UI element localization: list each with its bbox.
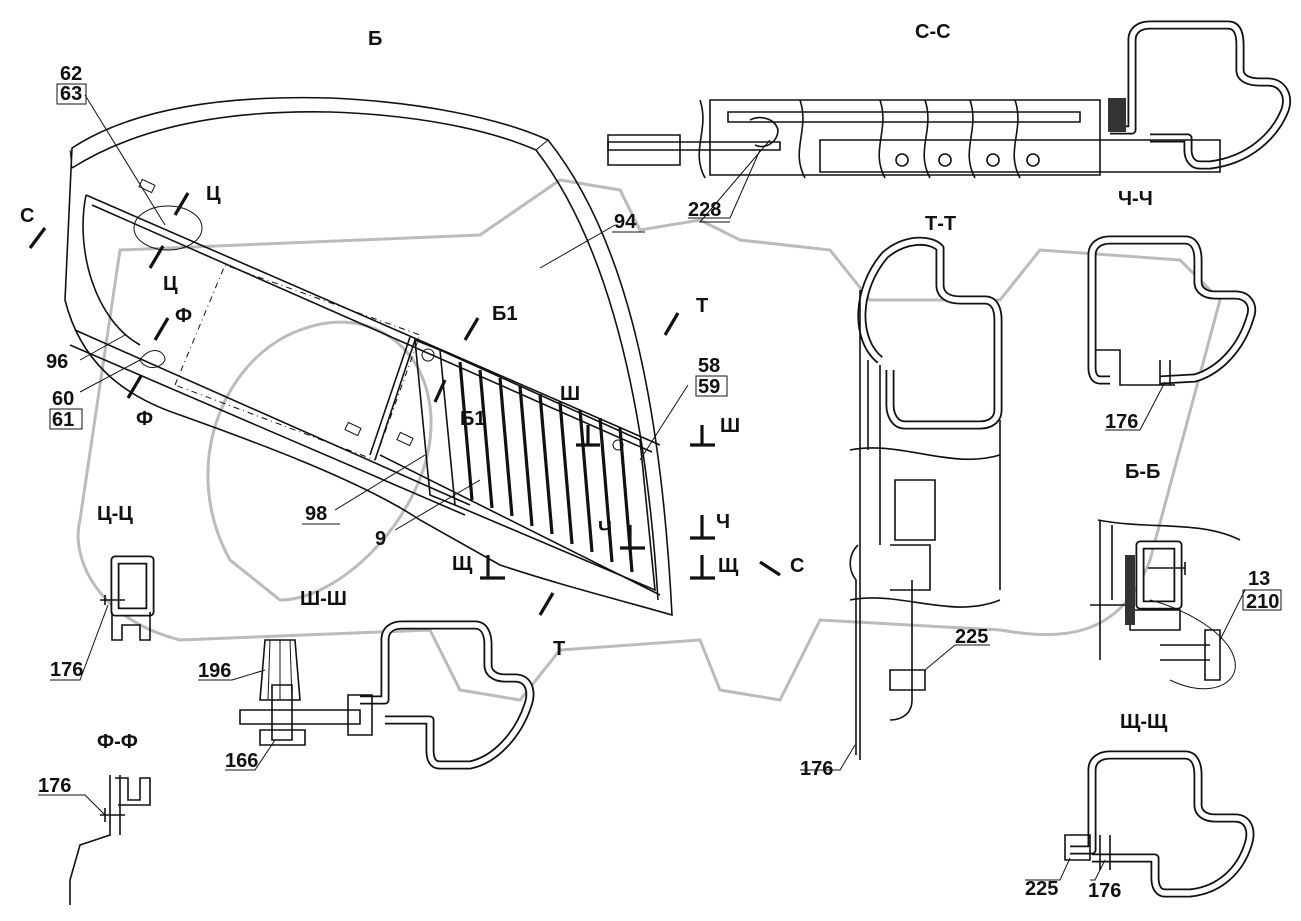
callout-210: 210: [1246, 591, 1279, 613]
view-title-tt: Т-Т: [925, 213, 956, 235]
cut-ts-bottom: Ц: [163, 273, 178, 295]
section-f-f: Ф-Ф 176: [38, 731, 151, 905]
callout-176-chch: 176: [1105, 411, 1138, 433]
cut-shch-left: Щ: [452, 553, 473, 575]
section-sh-sh: Ш-Ш 196 166: [198, 588, 535, 772]
callout-59: 59: [698, 376, 720, 398]
view-title-bb: Б-Б: [1125, 461, 1160, 483]
cut-b1-bottom: Б1: [460, 408, 486, 430]
cut-ts-top: Ц: [206, 183, 221, 205]
callout-196: 196: [198, 660, 231, 682]
callout-62: 62: [60, 63, 82, 85]
section-shch-shch: Щ-Щ 225 176: [1025, 711, 1255, 902]
callout-63: 63: [60, 83, 82, 105]
view-title-ff: Ф-Ф: [97, 731, 138, 753]
view-title-b: Б: [368, 28, 382, 50]
callout-228: 228: [688, 199, 721, 221]
cut-f-bottom: Ф: [136, 408, 153, 430]
callout-176-shch: 176: [1088, 880, 1121, 902]
grille-bars: [458, 361, 634, 573]
callout-13: 13: [1248, 568, 1270, 590]
detail-circle: [133, 205, 203, 251]
callout-166: 166: [225, 750, 258, 772]
section-c-c: С-С 228: [607, 20, 1291, 221]
callout-61: 61: [52, 409, 74, 431]
section-t-t: Т-Т 225 176: [800, 213, 1003, 780]
section-b-b: Б-Б 13 210: [1090, 461, 1282, 690]
callout-98: 98: [305, 503, 327, 525]
cut-c-left: С: [20, 205, 34, 227]
callout-176-ff: 176: [38, 775, 71, 797]
cut-marks: Ц Ц С Ф Ф Б1 Б1 Т Т Ш Ш Ч Ч Щ: [20, 183, 804, 660]
callout-94: 94: [614, 211, 637, 233]
callout-58: 58: [698, 355, 720, 377]
view-title-chch: Ч-Ч: [1118, 188, 1153, 210]
callout-225-tt: 225: [955, 626, 988, 648]
cut-sh-left: Ш: [560, 383, 580, 405]
cut-c-right: С: [790, 555, 804, 577]
section-ch-ch: Ч-Ч 176: [1087, 188, 1257, 433]
main-view: Б: [20, 28, 804, 660]
callout-9: 9: [375, 528, 386, 550]
callout-96: 96: [46, 351, 68, 373]
grille-frame: [414, 338, 456, 507]
dashed-window-area: [174, 264, 421, 461]
callout-225-shch: 225: [1025, 878, 1058, 900]
view-title-cc: С-С: [915, 21, 951, 43]
callout-176-tsts: 176: [50, 659, 83, 681]
watermark-logo: [76, 178, 1222, 702]
cut-t-top: Т: [696, 295, 708, 317]
callout-60: 60: [52, 388, 74, 410]
cut-shch-right: Щ: [718, 555, 739, 577]
view-title-tsts: Ц-Ц: [97, 503, 133, 525]
cut-b1-top: Б1: [492, 303, 518, 325]
cut-ch-right: Ч: [716, 511, 730, 533]
cut-ch-left: Ч: [598, 518, 612, 540]
callout-176-tt: 176: [800, 758, 833, 780]
section-ts-ts: Ц-Ц 176: [50, 503, 155, 681]
view-title-shchshch: Щ-Щ: [1120, 711, 1168, 733]
cut-sh-right: Ш: [720, 415, 740, 437]
cut-t-bottom: Т: [553, 638, 565, 660]
view-title-shsh: Ш-Ш: [300, 588, 347, 610]
door-outline: [64, 96, 673, 617]
cut-f-top: Ф: [175, 305, 192, 327]
